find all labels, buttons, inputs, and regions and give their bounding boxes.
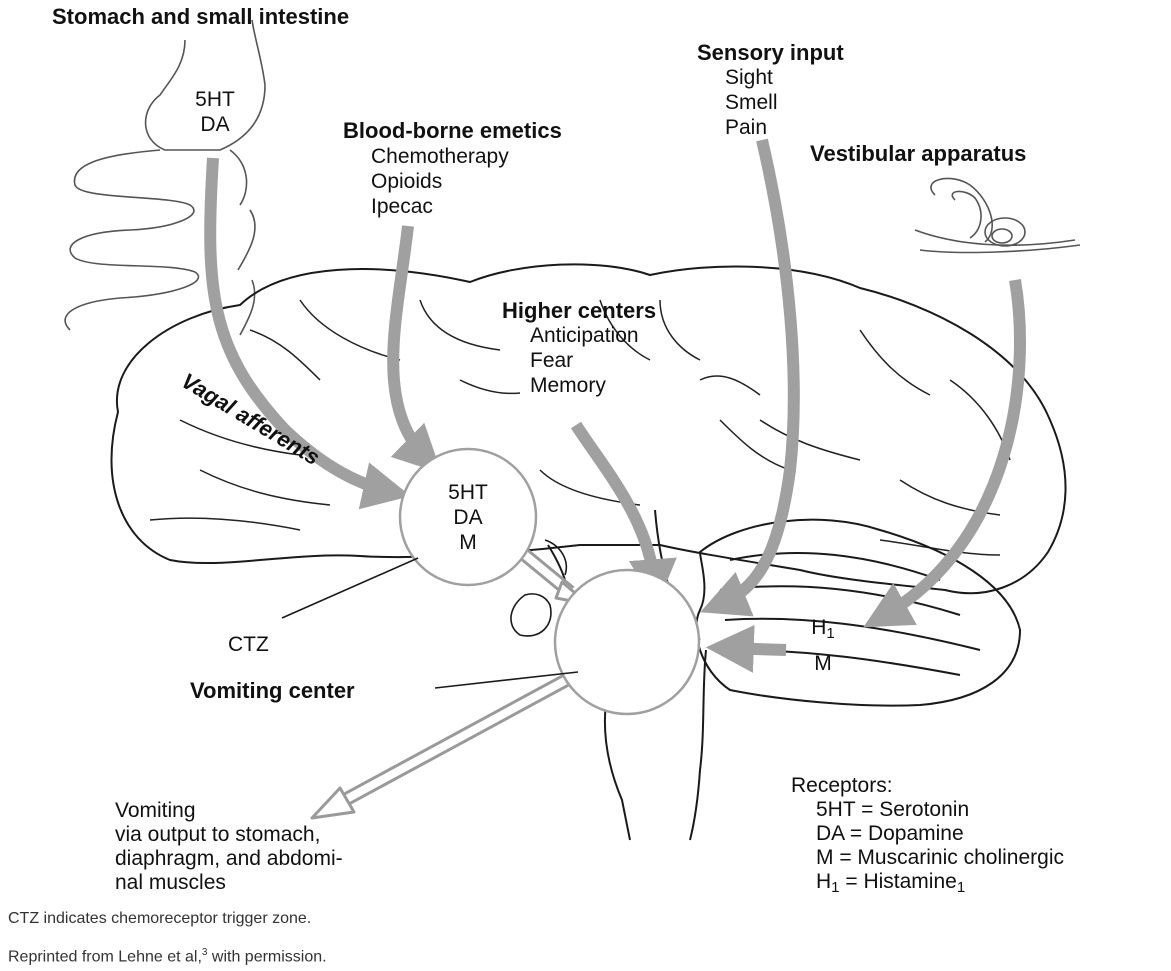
sensory-input-item: Sight bbox=[725, 65, 778, 90]
higher-centers-title: Higher centers bbox=[502, 300, 656, 322]
legend-h-letter: H bbox=[816, 870, 831, 893]
output-line: nal muscles bbox=[115, 871, 343, 895]
cerebellum-outline bbox=[696, 520, 1020, 706]
output-line: via output to stomach, bbox=[115, 823, 343, 847]
output-line: Vomiting bbox=[115, 799, 343, 823]
reprint-caption: Reprinted from Lehne et al,3 with permis… bbox=[8, 947, 327, 966]
vestibular-apparatus-illustration bbox=[915, 178, 1080, 252]
legend-title: Receptors: bbox=[791, 774, 1064, 798]
h1-subscript: 1 bbox=[826, 625, 834, 642]
higher-centers-item: Anticipation bbox=[530, 323, 639, 348]
ctz-receptor-da: DA bbox=[438, 505, 498, 530]
legend-histamine-text: = Histamine bbox=[840, 870, 957, 893]
reprint-permission: with permission. bbox=[207, 948, 326, 965]
gi-receptor-da: DA bbox=[190, 112, 240, 137]
legend-item: 5HT = Serotonin bbox=[791, 798, 1064, 822]
ctz-leader-line bbox=[282, 558, 418, 618]
blood-borne-item: Chemotherapy bbox=[371, 144, 509, 169]
vomiting-center-circle bbox=[555, 570, 699, 714]
ctz-receptor-m: M bbox=[438, 530, 498, 555]
vestibular-receptor-m: M bbox=[803, 649, 843, 679]
higher-centers-list: Anticipation Fear Memory bbox=[530, 323, 639, 398]
blood-borne-arrow bbox=[393, 226, 428, 460]
higher-centers-item: Fear bbox=[530, 348, 639, 373]
sensory-input-item: Smell bbox=[725, 90, 778, 115]
blood-borne-item: Opioids bbox=[371, 169, 509, 194]
ctz-receptor-5ht: 5HT bbox=[438, 480, 498, 505]
stomach-intestine-illustration bbox=[65, 20, 265, 335]
cerebellum-arrow bbox=[725, 648, 786, 650]
legend-item-h1: H1 = Histamine1 bbox=[791, 870, 1064, 900]
output-text: Vomiting via output to stomach, diaphrag… bbox=[115, 799, 343, 895]
output-line: diaphragm, and abdomi- bbox=[115, 847, 343, 871]
legend-histamine-subscript: 1 bbox=[957, 879, 965, 896]
reprint-text: Reprinted from Lehne et al, bbox=[8, 948, 202, 965]
receptor-legend: Receptors: 5HT = Serotonin DA = Dopamine… bbox=[791, 774, 1064, 900]
vestibular-receptor-h1: H1 bbox=[803, 613, 843, 649]
blood-borne-item: Ipecac bbox=[371, 194, 509, 219]
higher-centers-arrow bbox=[576, 425, 655, 588]
sensory-input-list: Sight Smell Pain bbox=[725, 65, 778, 140]
legend-h-subscript: 1 bbox=[831, 879, 839, 896]
ctz-label: CTZ bbox=[228, 634, 269, 655]
gi-receptor-5ht: 5HT bbox=[190, 87, 240, 112]
blood-borne-title: Blood-borne emetics bbox=[343, 120, 562, 142]
legend-item: M = Muscarinic cholinergic bbox=[791, 846, 1064, 870]
blood-borne-list: Chemotherapy Opioids Ipecac bbox=[371, 144, 509, 219]
h1-letter: H bbox=[811, 616, 826, 639]
vestibular-receptor-list: H1 M bbox=[803, 613, 843, 679]
sensory-input-title: Sensory input bbox=[697, 42, 844, 64]
sensory-input-item: Pain bbox=[725, 115, 778, 140]
vestibular-title: Vestibular apparatus bbox=[810, 143, 1026, 165]
gi-receptor-list: 5HT DA bbox=[190, 87, 240, 137]
ctz-caption: CTZ indicates chemoreceptor trigger zone… bbox=[8, 910, 311, 928]
vomiting-center-label: Vomiting center bbox=[190, 680, 355, 702]
higher-centers-item: Memory bbox=[530, 373, 639, 398]
gi-source-title: Stomach and small intestine bbox=[52, 6, 349, 28]
ctz-receptor-list: 5HT DA M bbox=[438, 480, 498, 555]
legend-item: DA = Dopamine bbox=[791, 822, 1064, 846]
